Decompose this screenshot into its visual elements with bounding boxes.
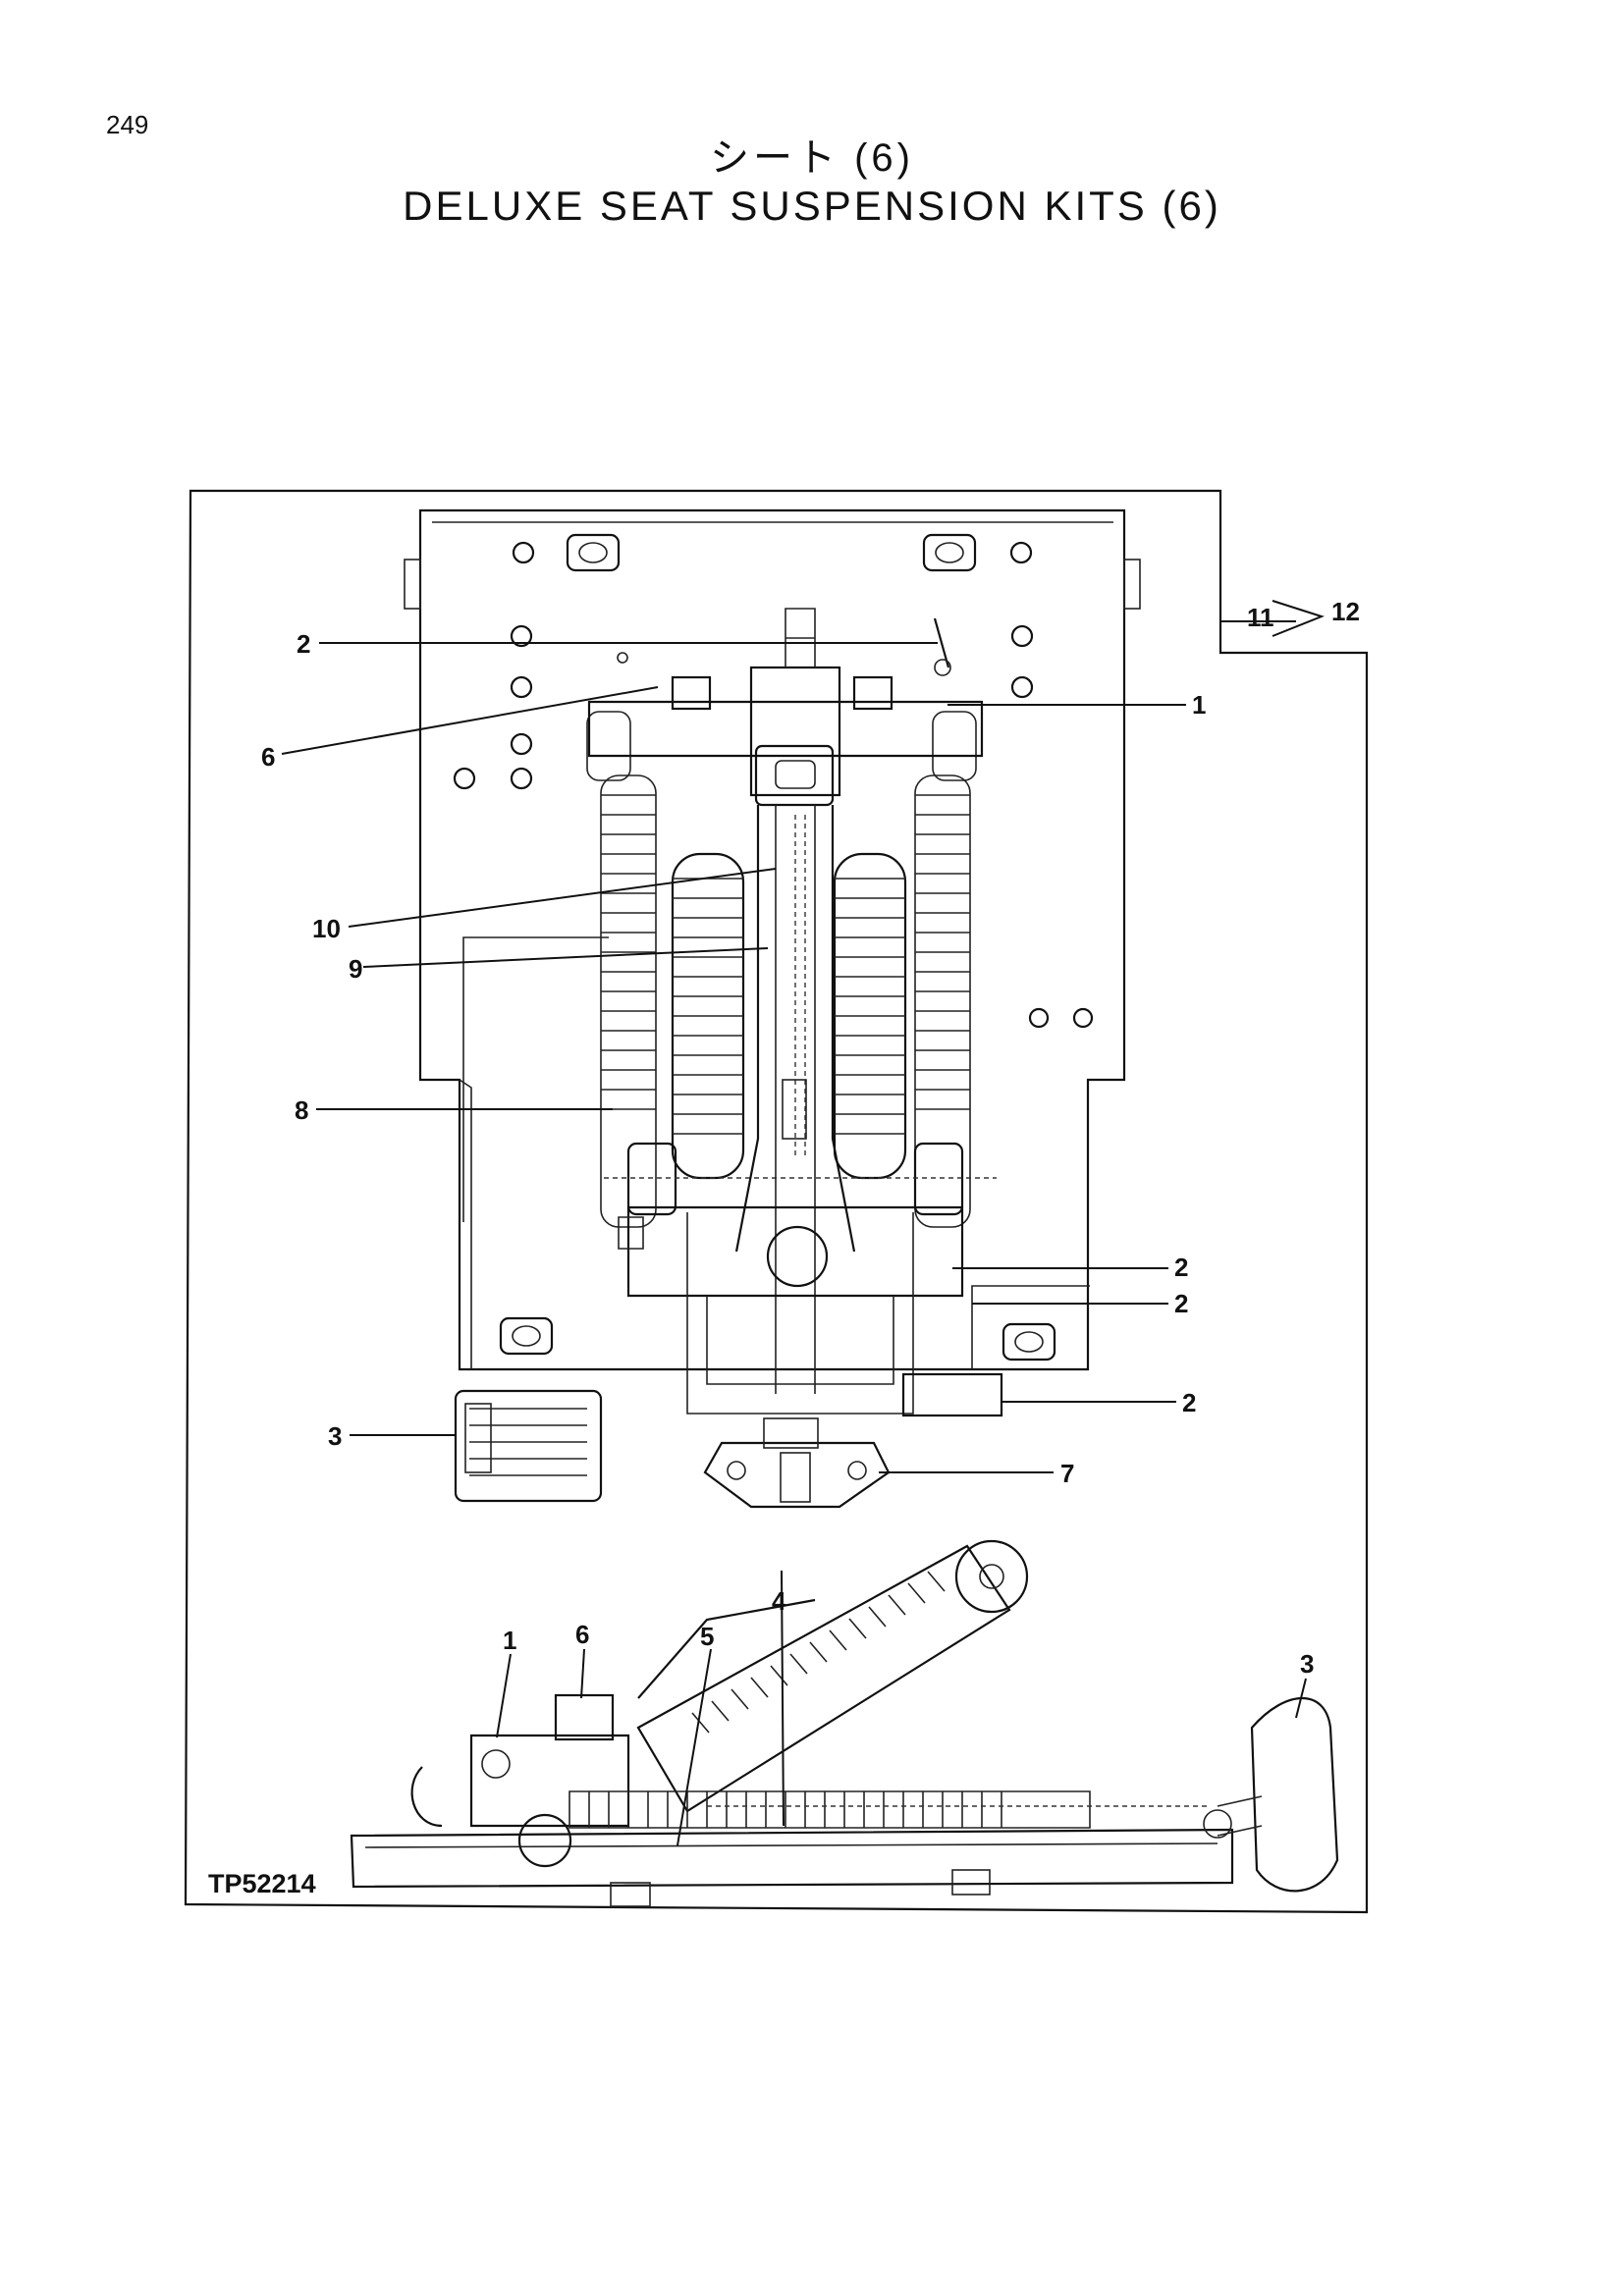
top-view-assembly [404,508,1141,1509]
spring-left-outer [586,711,657,1228]
mounting-holes [453,541,1094,1029]
mounting-slot [499,533,1056,1362]
figure-border [184,489,1369,1914]
callout-6: 6 [261,742,275,772]
callout-1: 1 [503,1626,516,1655]
callout-9: 9 [349,954,362,984]
figure-code: TP52214 [208,1869,316,1898]
page-number: 249 [106,110,149,139]
callout-7: 7 [1060,1459,1074,1488]
callout-6: 6 [575,1620,589,1649]
callout-4: 4 [772,1586,786,1616]
spring-right-outer [914,711,977,1228]
callout-2: 2 [1174,1253,1188,1282]
callout-1: 1 [1192,690,1206,720]
callout-leaders [281,642,1307,1846]
callout-2: 2 [297,629,310,659]
callout-numbers-top-view: 2 1 6 10 9 8 2 2 2 3 7 [261,629,1206,1488]
callout-3: 3 [328,1421,342,1451]
release-handle [703,1417,891,1509]
side-view-assembly [350,1539,1339,1907]
callout-numbers-side-view: 1 6 5 4 3 [503,1586,1314,1679]
label-plate [454,1389,603,1503]
callout-2: 2 [1182,1388,1196,1417]
damper-right [833,852,907,1180]
callout-2: 2 [1174,1289,1188,1318]
callout-5: 5 [700,1622,714,1651]
reference-arrow: 11 12 [1220,597,1360,637]
callout-3: 3 [1300,1649,1314,1679]
page-title: DELUXE SEAT SUSPENSION KITS (6) [403,183,1221,229]
page-title-japanese: シート (6) [710,136,914,180]
callout-10: 10 [312,914,341,943]
center-rail [734,608,856,1394]
callout-8: 8 [295,1095,308,1125]
damper-left [671,852,745,1180]
reference-to: 12 [1331,597,1360,626]
reference-from: 11 [1247,603,1274,632]
